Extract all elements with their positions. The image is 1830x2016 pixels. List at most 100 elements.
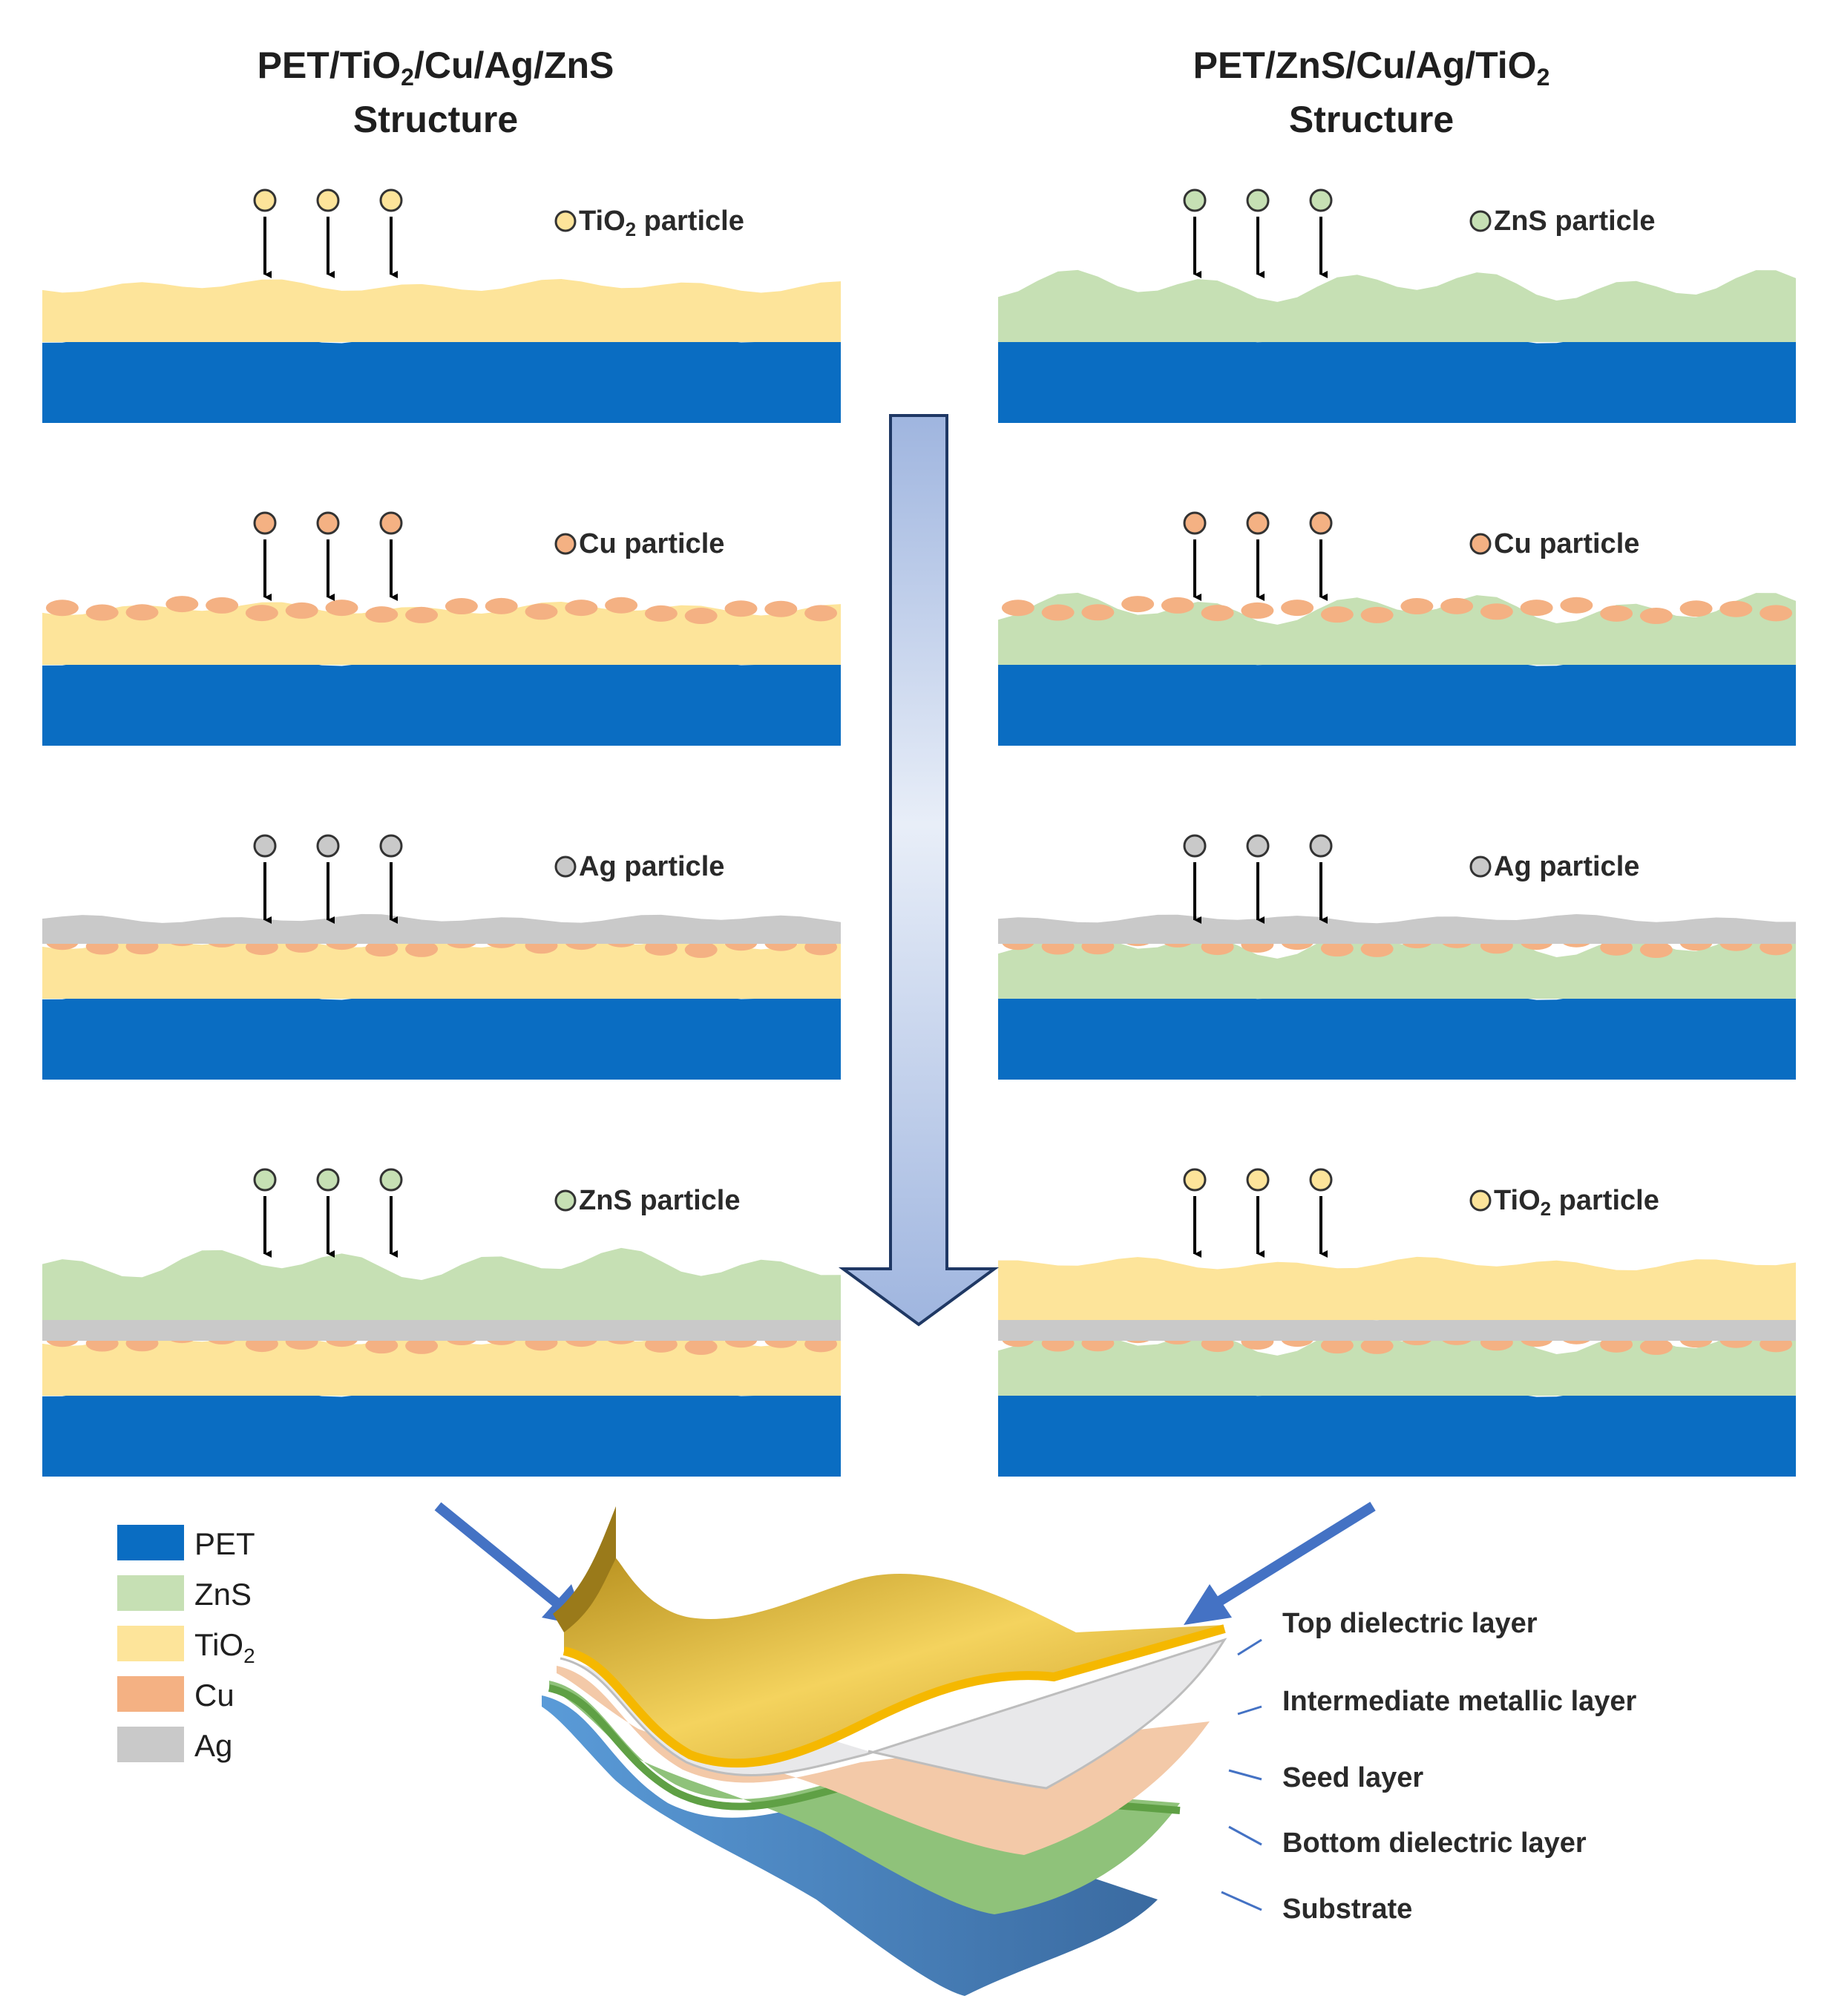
legend-swatch-zns — [117, 1575, 184, 1611]
label-seed: Seed layer — [1282, 1762, 1423, 1793]
cu-seed-island — [1719, 600, 1753, 617]
tio2-layer — [998, 1256, 1796, 1320]
cu-seed-island — [1201, 605, 1234, 622]
cu-seed-island — [1520, 600, 1553, 617]
pet-substrate-layer — [998, 988, 1796, 1080]
pet-substrate-layer — [42, 1385, 841, 1477]
cu-particle-icon — [253, 511, 277, 535]
tio2-layer — [42, 1333, 841, 1396]
legend-label-zns: ZnS — [194, 1577, 252, 1612]
cu-seed-island — [1440, 597, 1474, 614]
cu-seed-island — [285, 602, 318, 619]
cu-seed-island — [245, 605, 278, 622]
legend-label-pet: PET — [194, 1526, 255, 1561]
legend-label-tio2: TiO2 — [194, 1627, 255, 1667]
ag-layer — [998, 914, 1796, 944]
left-step-4-panel: ZnS particle — [42, 1168, 841, 1477]
tio2-particle-icon — [316, 188, 340, 212]
top-dielectric-sheet — [564, 1558, 1224, 1764]
cu-seed-island — [1320, 940, 1354, 957]
process-flow-arrow — [838, 414, 1000, 1327]
cu-seed-island — [644, 605, 678, 622]
zns-legend-dot-icon — [554, 1189, 577, 1212]
tio2-particle-icon — [1183, 1168, 1207, 1192]
zns-particle-icon — [379, 1168, 403, 1192]
zns-layer — [998, 269, 1796, 342]
left-structure-title: PET/TiO2/Cu/Ag/ZnS — [258, 45, 614, 91]
ag-particle-label: Ag particle — [1494, 851, 1639, 882]
ag-particle-icon — [1183, 834, 1207, 858]
cu-seed-island — [365, 606, 399, 623]
cu-seed-island — [1480, 603, 1513, 620]
zns-legend-dot-icon — [1469, 210, 1492, 232]
legend-label-cu: Cu — [194, 1678, 235, 1713]
legend-swatch-pet — [117, 1525, 184, 1560]
flexible-stack-illustration — [542, 1506, 1227, 1996]
tio2-particle-icon — [379, 188, 403, 212]
legend-swatch-ag — [117, 1727, 184, 1762]
cu-particle-icon — [316, 511, 340, 535]
cu-particle-icon — [1183, 511, 1207, 535]
ag-particle-icon — [1246, 834, 1270, 858]
tio2-layer — [42, 279, 841, 342]
cu-seed-island — [1560, 597, 1593, 614]
tio2-particle-icon — [1309, 1168, 1333, 1192]
cu-seed-island — [684, 1339, 718, 1356]
cu-seed-island — [1241, 602, 1274, 619]
tio2-particle-icon — [1246, 1168, 1270, 1192]
cu-seed-island — [206, 597, 239, 614]
ag-particle-icon — [316, 834, 340, 858]
label-intermediate-metallic: Intermediate metallic layer — [1282, 1686, 1637, 1717]
pet-substrate-layer — [42, 654, 841, 746]
cu-seed-island — [684, 608, 718, 625]
cu-seed-island — [405, 940, 439, 957]
tio2-layer — [42, 936, 841, 999]
tio2-legend-dot-icon — [554, 210, 577, 232]
zns-particle-icon — [253, 1168, 277, 1192]
cu-seed-island — [1639, 608, 1673, 625]
cu-seed-island — [405, 606, 439, 623]
pet-substrate-layer — [998, 1385, 1796, 1477]
ag-particle-label: Ag particle — [579, 851, 724, 882]
cu-particle-icon — [1309, 511, 1333, 535]
cu-particle-label: Cu particle — [1494, 528, 1639, 559]
cu-seed-island — [1639, 1339, 1673, 1356]
zns-layer — [998, 592, 1796, 665]
cu-seed-island — [1679, 600, 1713, 617]
cu-seed-island — [365, 1337, 399, 1354]
cu-seed-island — [724, 600, 758, 617]
right-step-4-panel: TiO2 particle — [998, 1168, 1796, 1477]
cu-seed-island — [1281, 600, 1314, 617]
cu-seed-island — [1320, 1337, 1354, 1354]
zns-layer — [998, 926, 1796, 999]
cu-seed-island — [1121, 596, 1155, 613]
cu-seed-island — [365, 940, 399, 957]
zns-layer — [42, 1247, 841, 1320]
cu-seed-island — [1360, 1337, 1394, 1354]
label-top-dielectric: Top dielectric layer — [1282, 1608, 1538, 1639]
cu-seed-island — [1161, 597, 1194, 614]
legend-label-ag: Ag — [194, 1728, 232, 1763]
cu-seed-island — [804, 605, 838, 622]
tio2-legend-dot-icon — [1469, 1189, 1492, 1212]
cu-seed-island — [1639, 942, 1673, 959]
layer-labels: Top dielectric layer Intermediate metall… — [1221, 1608, 1637, 1925]
legend-swatch-cu — [117, 1676, 184, 1712]
ag-legend-dot-icon — [554, 856, 577, 878]
zns-particle-icon — [1183, 188, 1207, 212]
zns-particle-label: ZnS particle — [1494, 206, 1656, 237]
zns-particle-icon — [316, 1168, 340, 1192]
right-step-2-panel: Cu particle — [998, 511, 1796, 746]
label-bottom-dielectric: Bottom dielectric layer — [1282, 1828, 1587, 1859]
zns-particle-label: ZnS particle — [579, 1185, 741, 1216]
tio2-particle-label: TiO2 particle — [1494, 1185, 1659, 1220]
cu-seed-island — [1360, 606, 1394, 623]
cu-seed-island — [1360, 940, 1394, 957]
zns-particle-icon — [1309, 188, 1333, 212]
ag-particle-icon — [253, 834, 277, 858]
left-structure-subtitle: Structure — [353, 99, 518, 140]
right-structure-subtitle: Structure — [1289, 99, 1454, 140]
tio2-particle-label: TiO2 particle — [579, 206, 744, 240]
label-substrate: Substrate — [1282, 1894, 1412, 1925]
